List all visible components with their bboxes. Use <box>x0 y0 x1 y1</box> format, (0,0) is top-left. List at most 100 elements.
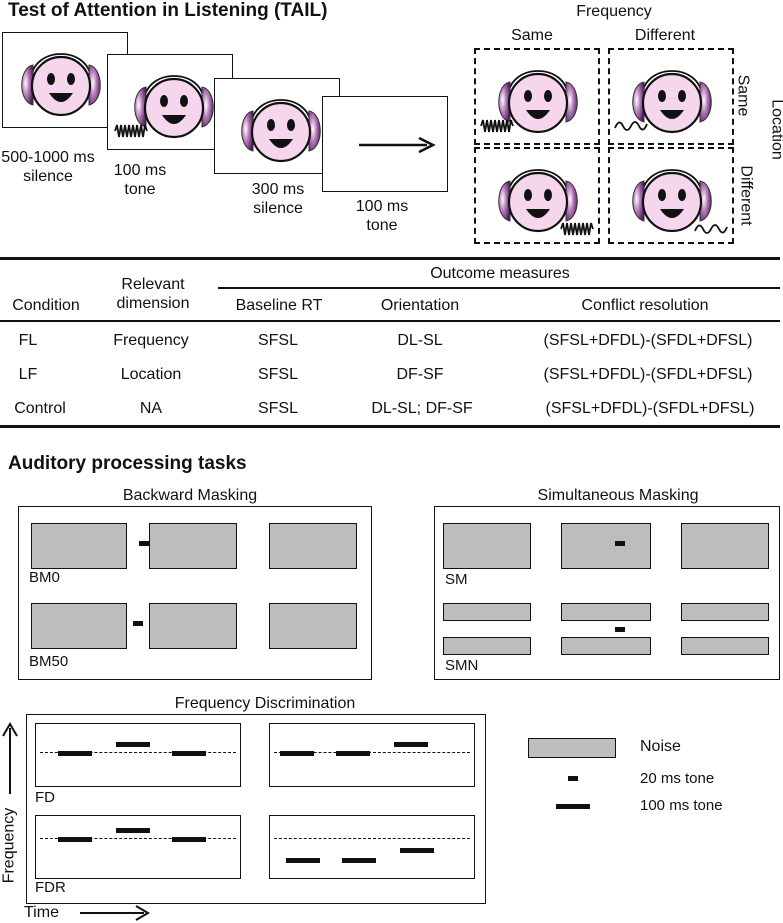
noise-band <box>561 637 651 655</box>
header-relevant: Relevant dimension <box>94 275 212 313</box>
header-orientation: Orientation <box>380 297 460 314</box>
reference-line <box>274 838 470 839</box>
tone-100ms <box>116 742 150 747</box>
x-axis-label: Time <box>24 904 59 921</box>
cell-baseline: SFSL <box>257 400 298 417</box>
sequence-panel-3 <box>214 78 340 174</box>
cell-conflict: (SFSL+DFDL)-(SFDL+DFSL) <box>543 366 753 383</box>
tone-20ms <box>133 621 143 626</box>
cell-condition: LF <box>18 366 38 383</box>
arrow-right-icon <box>359 136 436 154</box>
sequence-label-2: 100 ms tone <box>108 161 172 199</box>
noise-block <box>269 523 357 569</box>
cell-baseline: SFSL <box>257 366 298 383</box>
sequence-label-line: 100 ms <box>355 198 409 215</box>
tone-20ms <box>615 541 625 546</box>
bm-title: Backward Masking <box>122 487 258 504</box>
tone-100ms <box>280 751 314 756</box>
sm-panel: SM SMN <box>434 506 780 680</box>
cell-dimension: NA <box>139 400 163 417</box>
fd-box-b <box>269 723 475 787</box>
cell-conflict: (SFSL+DFDL)-(SFDL+DFSL) <box>545 400 755 417</box>
location-label: Location <box>768 99 783 160</box>
tone-100ms <box>400 848 434 853</box>
fdr-label: FDR <box>35 879 66 896</box>
noise-block <box>443 523 531 569</box>
frequency-axis-arrow-icon <box>2 722 18 794</box>
cell-dimension: Location <box>120 366 182 383</box>
low-tone-wave-icon <box>694 224 728 234</box>
noise-block <box>269 603 357 649</box>
fdr-box-b <box>269 815 475 879</box>
smn-label: SMN <box>445 657 479 674</box>
fdr-box-a <box>35 815 241 879</box>
face-icon <box>240 98 322 163</box>
sequence-panel-4 <box>322 96 448 192</box>
reference-line <box>274 752 470 753</box>
header-relevant-line: Relevant <box>121 276 185 293</box>
sequence-label-line: 100 ms <box>113 162 167 179</box>
reference-line <box>40 752 236 753</box>
fd-title: Frequency Discrimination <box>174 695 356 712</box>
time-axis-arrow-icon <box>80 905 150 921</box>
tone-100ms <box>342 858 376 863</box>
cell-orientation: DL-SL; DF-SF <box>371 400 473 417</box>
cell-conflict: (SFSL+DFDL)-(SFDL+DFSL) <box>543 332 753 349</box>
legend-tone20-label: 20 ms tone <box>640 770 715 787</box>
header-outcome: Outcome measures <box>430 265 570 282</box>
legend-tone20-swatch <box>568 776 578 781</box>
bm-panel: BM0 BM50 <box>18 506 372 680</box>
noise-block <box>681 523 769 569</box>
tone-100ms <box>286 858 320 863</box>
fd-box-a <box>35 723 241 787</box>
row-different-label: Different <box>737 165 755 226</box>
cell-orientation: DL-SL <box>397 332 443 349</box>
header-relevant-line: dimension <box>116 295 190 312</box>
legend-noise-swatch <box>528 738 616 758</box>
reference-line <box>40 838 236 839</box>
table-rule-bottom <box>0 425 780 428</box>
tone-20ms <box>139 541 149 546</box>
face-icon <box>20 52 102 117</box>
sequence-label-line: silence <box>23 168 73 185</box>
sequence-label-line: silence <box>253 200 303 217</box>
tone-100ms <box>172 751 206 756</box>
fd-panel: FD FDR <box>26 714 486 904</box>
table-rule-header <box>0 320 780 322</box>
noise-band <box>443 637 531 655</box>
cell-diff-freq-diff-loc <box>608 147 734 244</box>
cell-condition: Control <box>14 400 66 417</box>
tone-100ms <box>336 751 370 756</box>
outcome-rule <box>218 287 780 289</box>
cell-orientation: DF-SF <box>396 366 444 383</box>
low-tone-wave-icon <box>614 121 648 131</box>
table-rule-top <box>0 257 780 260</box>
y-axis-label: Frequency <box>0 807 18 884</box>
auditory-title: Auditory processing tasks <box>8 453 247 474</box>
tone-20ms <box>615 627 625 632</box>
legend-tone100-swatch <box>556 804 590 809</box>
cell-diff-freq-same-loc <box>608 48 734 145</box>
tone-100ms <box>116 828 150 833</box>
noise-block <box>149 603 237 649</box>
fd-label: FD <box>35 789 55 806</box>
noise-band <box>561 603 651 621</box>
bm0-label: BM0 <box>29 569 60 586</box>
col-different-label: Different <box>634 27 696 44</box>
cell-same-freq-diff-loc <box>474 147 600 244</box>
noise-block <box>561 523 651 569</box>
tone-100ms <box>58 837 92 842</box>
noise-band <box>681 603 769 621</box>
tone-100ms <box>58 751 92 756</box>
cell-baseline: SFSL <box>257 332 298 349</box>
noise-block <box>149 523 237 569</box>
tone-wave-icon <box>560 222 594 236</box>
noise-block <box>31 603 127 649</box>
noise-band <box>443 603 531 621</box>
bm50-label: BM50 <box>29 653 69 670</box>
legend-tone100-label: 100 ms tone <box>640 797 723 814</box>
sequence-panel-2 <box>107 54 233 150</box>
noise-block <box>31 523 127 569</box>
sequence-label-line: tone <box>124 181 156 198</box>
sm-title: Simultaneous Masking <box>537 487 699 504</box>
